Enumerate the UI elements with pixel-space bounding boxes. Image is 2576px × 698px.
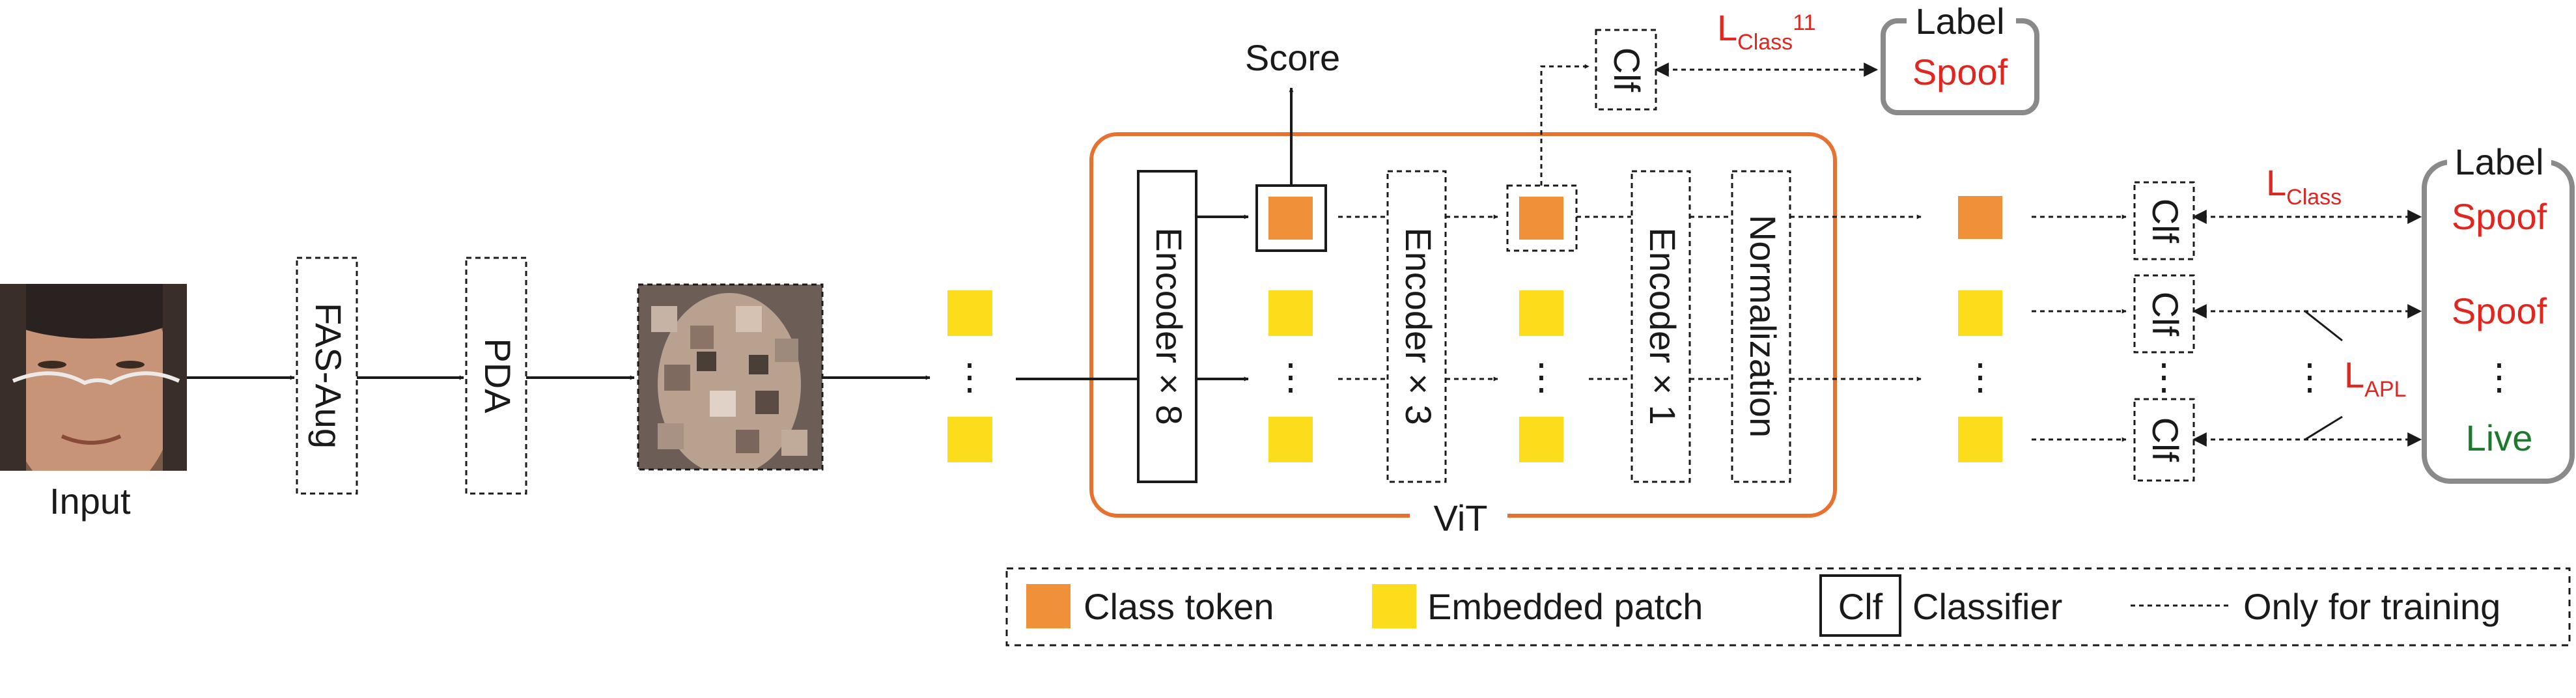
embedded-patch-token (947, 290, 992, 336)
input-face-image (0, 284, 187, 471)
top-label-gap (1907, 14, 2016, 29)
encoder-1-label: Encoder × 1 (1642, 227, 1683, 425)
top-classifier-label: Clf (1606, 48, 1647, 92)
encoder-3-block (1386, 170, 1447, 483)
embedded-patch-token (1519, 290, 1563, 336)
legend-class-token-label: Class token (1084, 586, 1274, 627)
vit-container (1089, 132, 1837, 518)
input-label: Input (49, 481, 131, 522)
ellipsis: ⋮ (951, 356, 988, 397)
embedded-patch-token (1268, 290, 1313, 336)
class-token (1958, 196, 2002, 239)
embedded-patch-token (1958, 417, 2002, 462)
legend-class-token-swatch (1026, 584, 1071, 628)
classifier-box (2133, 398, 2195, 482)
apl-connector (2304, 415, 2343, 441)
pda-label: PDA (477, 338, 518, 413)
ellipsis: ⋮ (1272, 356, 1309, 397)
normalization-block (1731, 170, 1791, 483)
right-label-gap (2447, 156, 2551, 171)
label-live: Live (2466, 417, 2533, 458)
vit-label-gap (1410, 501, 1507, 530)
legend-embedded-patch-label: Embedded patch (1427, 586, 1703, 627)
training-arrow (1540, 64, 1589, 186)
encoder-3-label: Encoder × 3 (1398, 227, 1439, 425)
label-spoof: Spoof (2452, 196, 2547, 237)
vit-label: ViT (1434, 497, 1488, 538)
class-token (1519, 197, 1563, 240)
legend-clf-text: Clf (1838, 586, 1883, 627)
classifier-label: Clf (2145, 199, 2186, 244)
class-token (1268, 197, 1313, 240)
fas-aug-box (296, 257, 358, 495)
embedded-patch-token (1268, 417, 1313, 462)
encoder-8-label: Encoder × 8 (1149, 227, 1190, 425)
top-classifier-box (1595, 29, 1657, 111)
legend-training-label: Only for training (2243, 586, 2500, 627)
ellipsis: ⋮ (2481, 356, 2517, 397)
encoder-8-block (1137, 170, 1197, 483)
top-loss-label: LClass11 (1717, 7, 1815, 55)
legend-classifier-label: Classifier (1912, 586, 2062, 627)
embedded-patch-token (1958, 290, 2002, 336)
score-label: Score (1245, 37, 1340, 78)
top-label-title: Label (1915, 1, 2004, 42)
ellipsis: ⋮ (2291, 356, 2328, 397)
ellipsis: ⋮ (2146, 356, 2182, 397)
legend-clf-box (1819, 574, 1901, 637)
top-label-value: Spoof (1912, 51, 2008, 92)
classifier-box (2133, 274, 2195, 354)
encoder-1-block (1631, 170, 1691, 483)
embedded-patch-token (947, 417, 992, 462)
apl-connector (2304, 310, 2343, 342)
fas-aug-label: FAS-Aug (308, 303, 349, 449)
classifier-label: Clf (2145, 417, 2186, 462)
normalization-label: Normalization (1743, 215, 1784, 438)
right-label-title: Label (2454, 141, 2543, 182)
augmented-face-image (638, 285, 822, 469)
classifier-box (2133, 181, 2195, 260)
legend-embedded-patch-swatch (1372, 584, 1416, 628)
classifier-label: Clf (2145, 292, 2186, 337)
embedded-patch-token (1519, 417, 1563, 462)
legend-box (1005, 567, 2571, 647)
ellipsis: ⋮ (1962, 356, 1998, 397)
ellipsis: ⋮ (1523, 356, 1560, 397)
class-loss-label: LClass (2266, 162, 2342, 210)
apl-loss-label: LAPL (2344, 354, 2406, 402)
label-spoof: Spoof (2452, 290, 2547, 331)
pda-box (465, 257, 527, 495)
